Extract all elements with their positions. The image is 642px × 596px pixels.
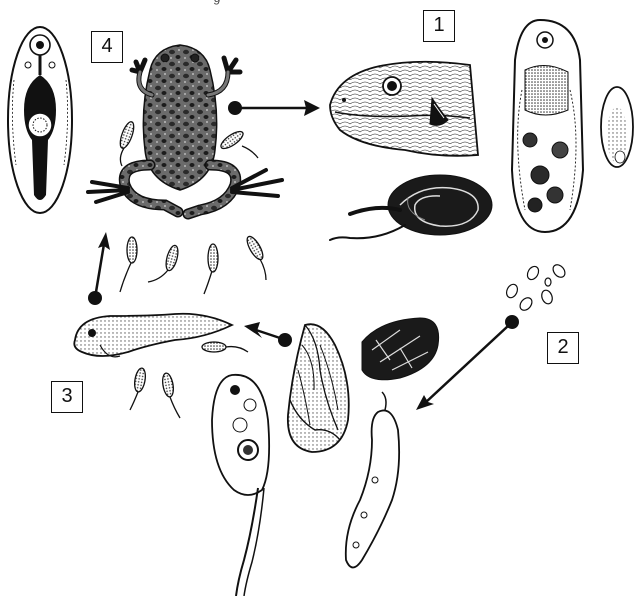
snake-head-icon (330, 62, 478, 156)
adult-fluke-icon (8, 27, 72, 213)
stage-label-1: 1 (423, 10, 455, 42)
snail-fragment-icon (362, 318, 439, 380)
arrow-frog-to-snake (228, 100, 320, 116)
frog-icon (88, 45, 282, 214)
sporocyst-icon (346, 392, 399, 568)
arrow-snail-to-tadpole (244, 322, 292, 347)
arrow-tadpole-to-frog (88, 232, 110, 305)
stage-label-4: 4 (91, 31, 123, 63)
stage-label-3: 3 (51, 381, 83, 413)
egg-icon (601, 87, 633, 167)
egg-cluster-icon (505, 262, 568, 312)
fluke-right-icon (512, 20, 583, 232)
snail-icon (288, 324, 349, 452)
coiled-snake-icon (330, 175, 492, 240)
stage-label-2: 2 (547, 332, 579, 364)
redia-icon (212, 375, 269, 596)
